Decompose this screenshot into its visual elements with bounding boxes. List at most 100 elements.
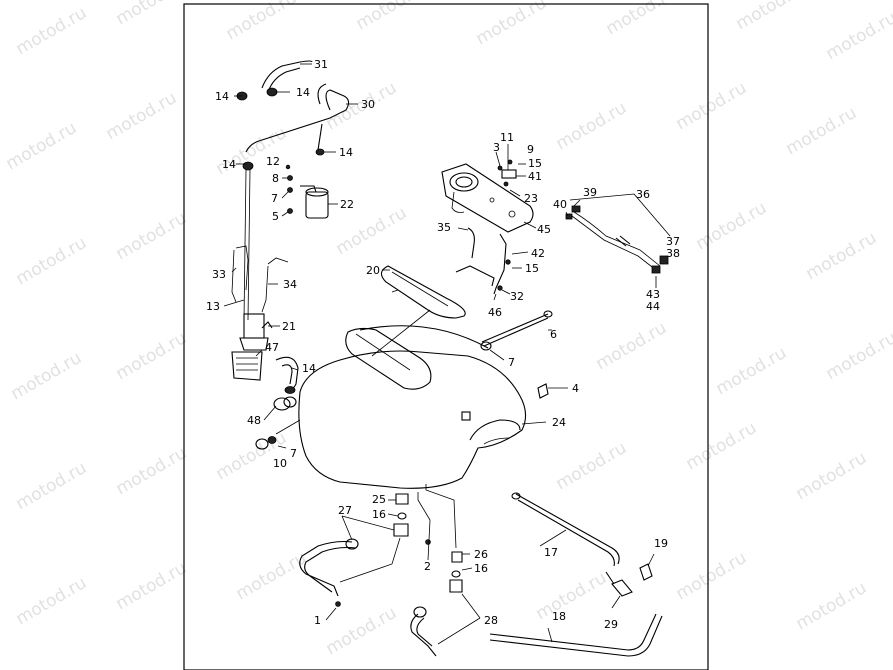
callout-6: 6 [550,328,557,341]
harness-clip [615,235,631,247]
leader-line [647,553,655,567]
bolt-head [543,310,553,318]
plate-hole [489,197,495,203]
callout-10: 10 [273,457,287,470]
callout-41: 41 [528,170,542,183]
callout-40: 40 [553,198,567,211]
watermark: motod.ru [13,573,91,629]
callout-43: 43 [646,288,660,301]
screw-23 [503,181,509,187]
hose-14-edge [281,364,293,385]
callout-2: 2 [424,560,431,573]
leader-line [509,189,521,197]
watermark: motod.ru [233,548,311,604]
callout-25: 25 [372,493,386,506]
watermark: motod.ru [113,443,191,499]
wire-35 [467,227,475,259]
callout-47: 47 [265,341,279,354]
callout-14: 14 [222,158,236,171]
bracket-41 [501,169,517,179]
leader-line [371,309,431,357]
callout-28: 28 [484,614,498,627]
fuel-line-27-edge [304,546,357,593]
fuel-pump-21 [243,313,265,339]
washer-7 [287,187,293,193]
screw-8 [287,175,293,181]
leader-line [437,617,481,645]
balance-tube-18 [489,613,657,651]
callout-36: 36 [636,188,650,201]
nut-7 [267,436,277,444]
leader-line [565,211,569,217]
fuel-line-27 [299,540,353,597]
vent-line-edge [247,169,251,321]
leader-line [255,349,263,357]
watermark: motod.ru [8,348,86,404]
watermark: motod.ru [823,8,893,64]
tank-rear-lip [469,419,521,441]
leader-line [277,445,287,449]
gasket-20 [380,265,466,319]
leader-line [341,515,395,531]
callout-33: 33 [212,268,226,281]
diagram-frame [183,3,709,670]
callout-26: 26 [474,548,488,561]
callout-39: 39 [583,186,597,199]
callout-13: 13 [206,300,220,313]
screw-5 [287,208,293,214]
balance-tube-18-edge [489,615,663,657]
callout-46: 46 [488,306,502,319]
connector-38 [651,265,661,274]
watermark: motod.ru [683,418,761,474]
callout-16: 16 [372,508,386,521]
crossover-tube-17 [515,493,620,565]
leader-line [495,151,501,167]
tank-rear-seam [483,437,511,445]
o-ring-16 [451,570,461,578]
watermark: motod.ru [713,343,791,399]
leader-line [523,221,537,229]
callout-4: 4 [572,382,579,395]
leader-line [573,199,581,207]
harness-34 [261,257,289,313]
leader-line [223,299,245,307]
callout-30: 30 [361,98,375,111]
gasket-inner [391,271,449,307]
tank-filler-recess [345,327,432,390]
nut-12 [285,164,291,170]
watermark: motod.ru [333,203,411,259]
wire-33 [235,245,249,291]
screw-3 [497,165,503,171]
tube-end [511,492,521,500]
callout-5: 5 [272,210,279,223]
callout-14: 14 [215,90,229,103]
leader-line [493,293,497,301]
callout-27: 27 [338,504,352,517]
grommet-48 [273,397,291,411]
callout-44: 44 [646,300,660,313]
watermark: motod.ru [113,0,191,29]
coupling-29 [611,579,633,597]
callout-32: 32 [510,290,524,303]
leader-line [501,289,511,295]
leader-line [325,607,337,621]
leader-line [539,529,567,547]
watermark: motod.ru [113,558,191,614]
tank-crown [359,325,489,349]
canister-22 [305,191,329,219]
fuel-line-28 [410,613,437,657]
watermark: motod.ru [593,318,671,374]
leader-line [461,567,473,571]
watermark: motod.ru [553,438,631,494]
cap-4 [537,383,549,399]
wire-33-b [231,249,237,303]
watermark: motod.ru [823,328,893,384]
filter-ribs [236,357,258,371]
leader-line [339,537,401,583]
callout-18: 18 [552,610,566,623]
watermark: motod.ru [693,198,771,254]
watermark: motod.ru [673,548,751,604]
leader-line [281,191,289,199]
